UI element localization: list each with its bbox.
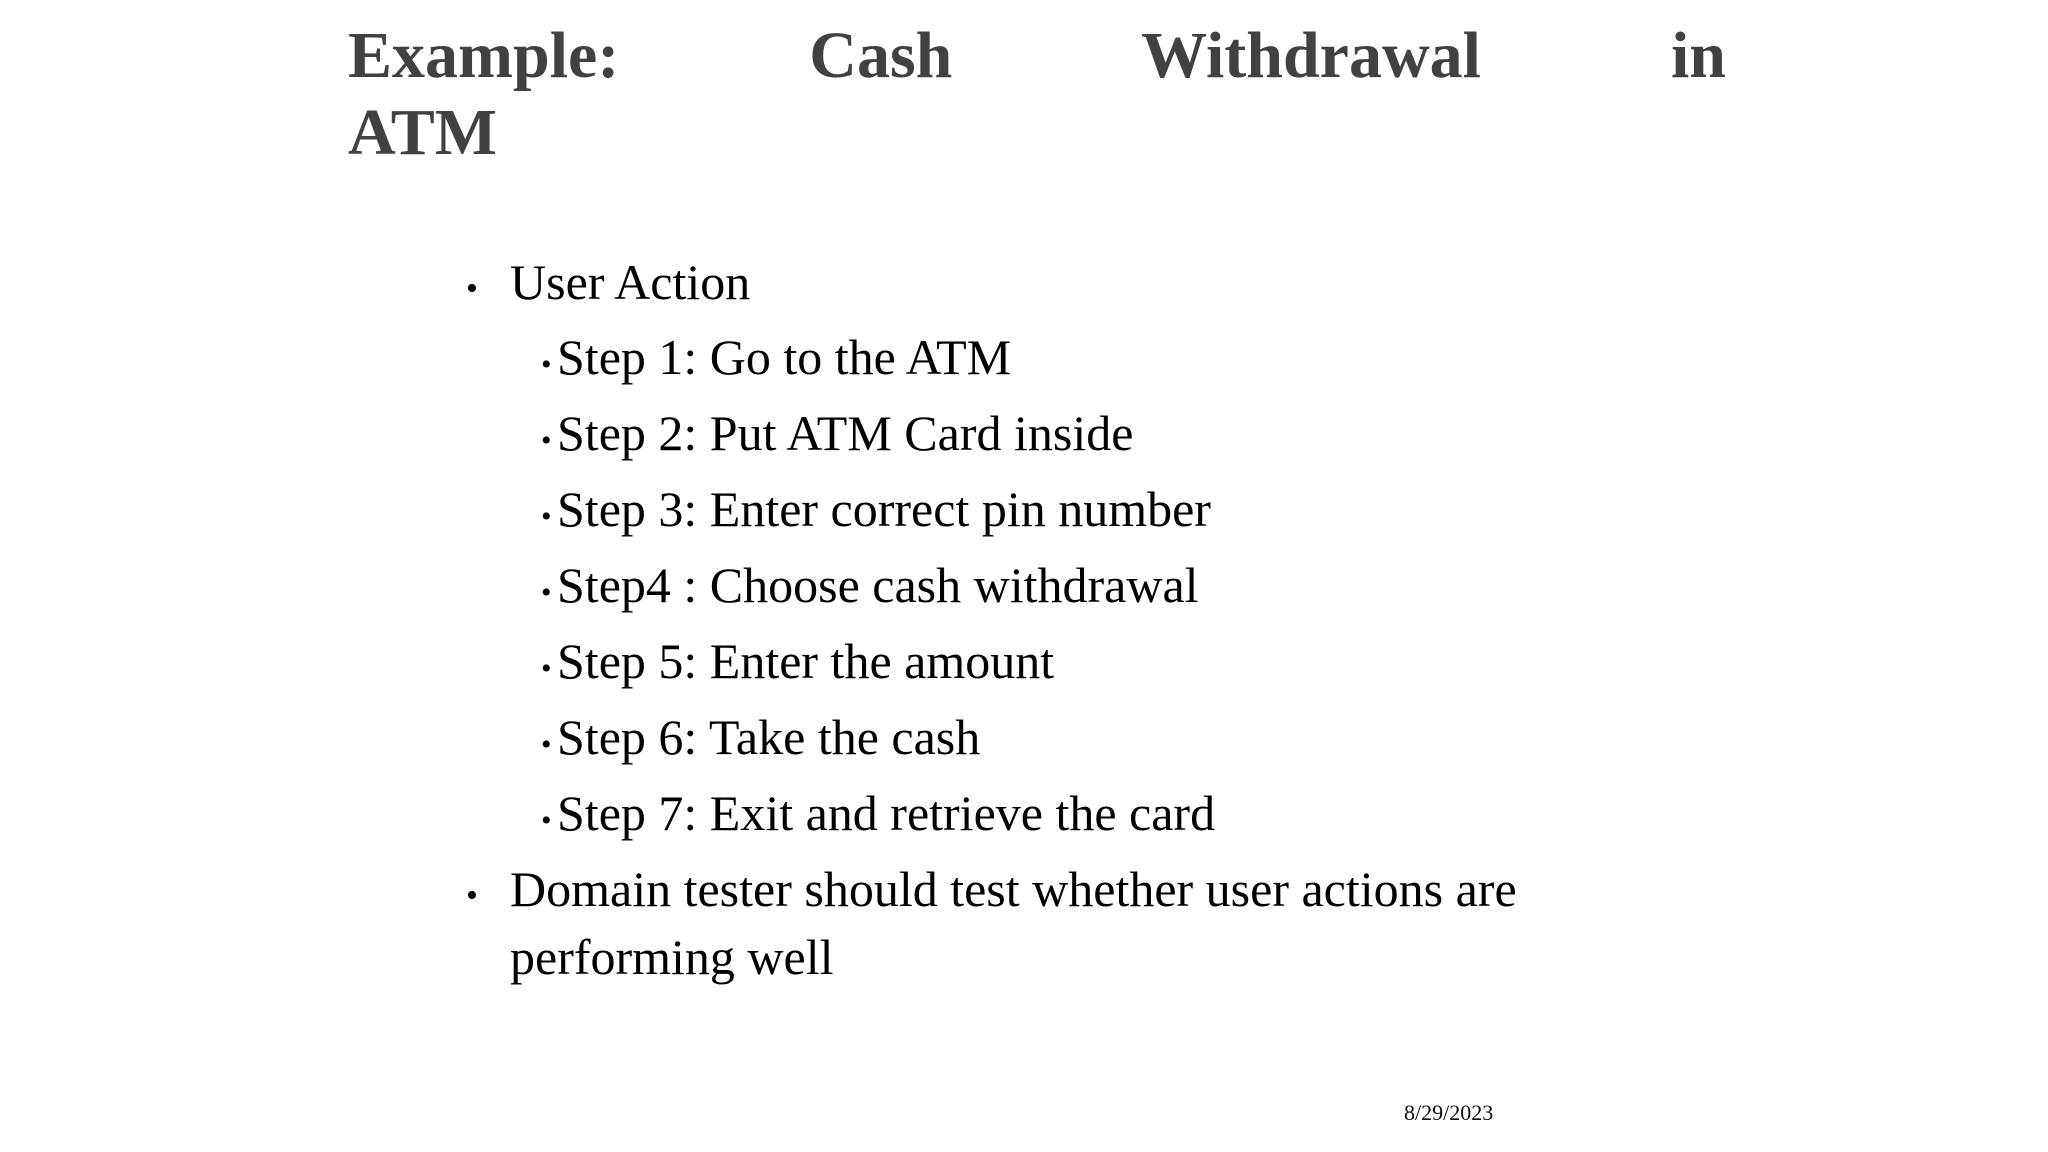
list-item: • Domain tester should test whether user… — [0, 855, 2048, 991]
bullet-icon: • — [541, 652, 552, 685]
bullet-icon: • — [541, 424, 552, 457]
list-item-label: Step 6: Take the cash — [557, 709, 981, 765]
list-item: • Step 2: Put ATM Card inside — [0, 399, 2048, 475]
list-item-label: Step 2: Put ATM Card inside — [557, 405, 1134, 461]
list-item-label: Domain tester should test whether user a… — [510, 861, 1517, 985]
list-item: • Step4 : Choose cash withdrawal — [0, 551, 2048, 627]
list-item: • Step 6: Take the cash — [0, 703, 2048, 779]
bullet-icon: • — [541, 728, 552, 761]
list-item-label: Step 1: Go to the ATM — [557, 329, 1012, 385]
list-item-label: Step 7: Exit and retrieve the card — [557, 785, 1216, 841]
page-title-line-1: Example: Cash Withdrawal in — [348, 19, 1726, 92]
bullet-icon: • — [541, 576, 552, 609]
list-item-label: Step 5: Enter the amount — [557, 633, 1055, 689]
list-item-label: Step4 : Choose cash withdrawal — [557, 557, 1199, 613]
list-item: • User Action — [0, 248, 2048, 323]
list-item-label: User Action — [510, 254, 751, 310]
page-title-line-2: ATM — [348, 95, 498, 169]
list-item-label: Step 3: Enter correct pin number — [557, 481, 1211, 537]
bullet-icon: • — [541, 348, 552, 381]
list-item: • Step 7: Exit and retrieve the card — [0, 779, 2048, 855]
list-item: • Step 3: Enter correct pin number — [0, 475, 2048, 551]
bullet-icon: • — [541, 500, 552, 533]
content-placeholder: • User Action • Step 1: Go to the ATM • … — [0, 248, 2048, 991]
bullet-icon: • — [466, 270, 478, 307]
bullet-icon: • — [466, 877, 478, 914]
list-item: • Step 5: Enter the amount — [0, 627, 2048, 703]
list-item: • Step 1: Go to the ATM — [0, 323, 2048, 399]
slide-date: 8/29/2023 — [1404, 1100, 1494, 1125]
bullet-icon: • — [541, 804, 552, 837]
